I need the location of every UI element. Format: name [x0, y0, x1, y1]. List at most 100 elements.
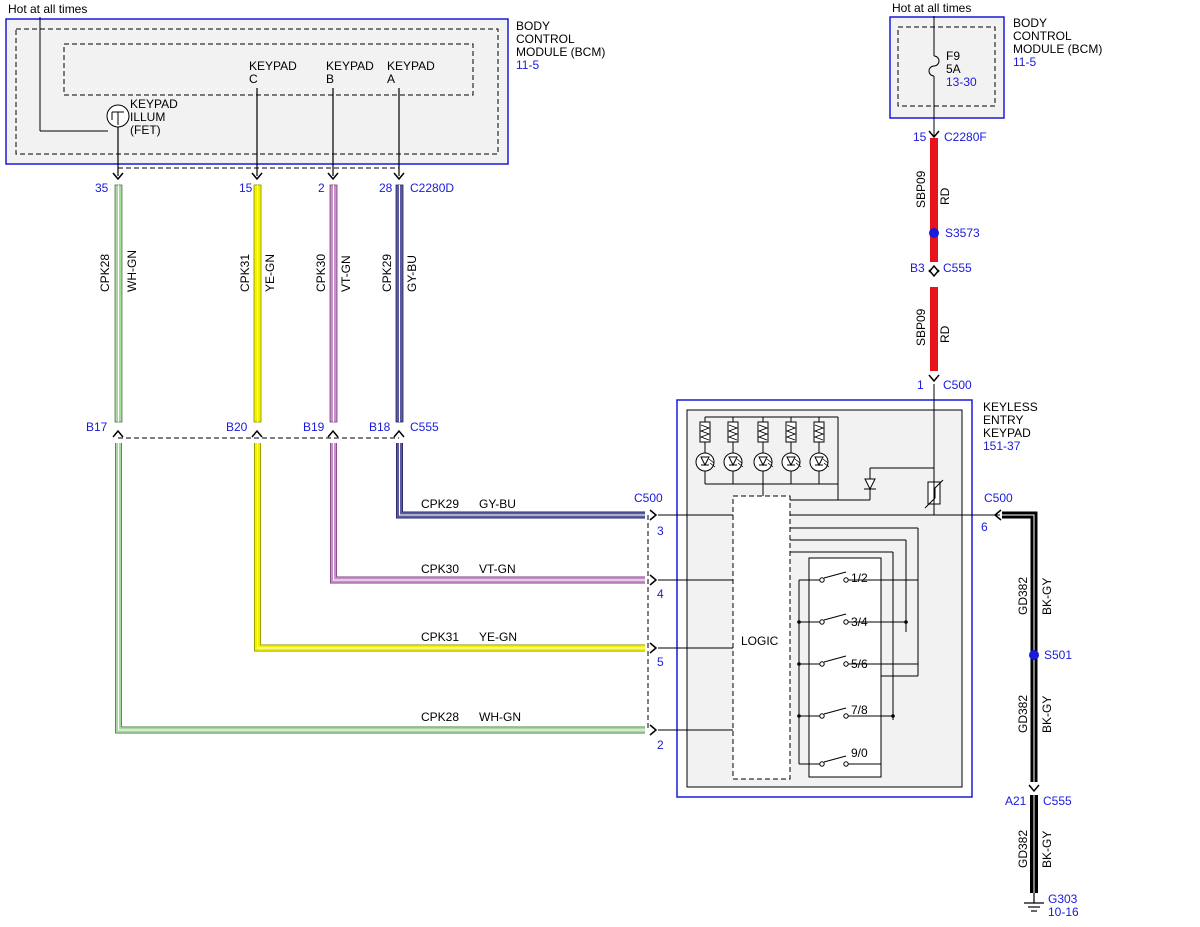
keypad-illum-label-3: (FET): [130, 123, 161, 137]
fuse-symbol: [928, 55, 940, 77]
wire-cpk29-lower: [396, 443, 645, 519]
pin-b18: B18: [369, 420, 391, 434]
wire-label-cpk29: CPK29: [380, 254, 394, 292]
wire-cpk30-lower: [330, 443, 645, 584]
pin-15-c: 15: [239, 181, 253, 195]
splice-s501-label[interactable]: S501: [1044, 648, 1072, 662]
wire-color-rd-upper: RD: [938, 187, 952, 205]
connector-c2280d[interactable]: C2280D: [410, 181, 454, 195]
wire-color-vtgn: VT-GN: [339, 255, 353, 292]
pin-2-b: 2: [318, 181, 325, 195]
bcm-left-ref[interactable]: 11-5: [516, 58, 539, 72]
connector-c555-ground[interactable]: C555: [1043, 794, 1072, 808]
wire-color-gybu: GY-BU: [405, 255, 419, 292]
fet-symbol: [106, 104, 130, 128]
keypad-title-3: KEYPAD: [983, 426, 1031, 440]
keypad-illum-label-2: ILLUM: [130, 110, 165, 124]
hwire-color-whgn: WH-GN: [479, 710, 521, 724]
ground-symbol: [1024, 893, 1044, 912]
pin-4: 4: [657, 587, 664, 601]
bcm-left-title-line3: MODULE (BCM): [516, 45, 605, 59]
wire-sbp09-lower: [930, 287, 938, 371]
splice-s501: [1029, 650, 1039, 660]
pin-3: 3: [657, 524, 664, 538]
wire-cpk29-vertical: [395, 184, 404, 423]
fuse-name: F9: [946, 49, 960, 63]
hwire-label-cpk31: CPK31: [421, 630, 459, 644]
bcm-right-title-line1: BODY: [1013, 16, 1047, 30]
pin-2: 2: [657, 738, 664, 752]
hwire-color-vtgn: VT-GN: [479, 562, 516, 576]
wire-color-bkgy-3: BK-GY: [1040, 831, 1054, 868]
wire-label-sbp09-upper: SBP09: [914, 170, 928, 208]
connector-c555-right[interactable]: C555: [943, 261, 972, 275]
hwire-label-cpk28: CPK28: [421, 710, 459, 724]
switch-bank: [790, 527, 919, 778]
wire-sbp09-upper: [930, 138, 938, 262]
wire-cpk31-vertical: [253, 184, 262, 423]
pin-b19: B19: [303, 420, 325, 434]
keypad-title-2: ENTRY: [983, 413, 1023, 427]
switch-label-5-6: 5/6: [851, 657, 868, 671]
logic-block: [732, 495, 791, 780]
pin-5: 5: [657, 655, 664, 669]
hot-at-all-times-label: Hot at all times: [8, 2, 87, 16]
pin-28-a: 28: [379, 181, 393, 195]
keypad-illum-label-1: KEYPAD: [130, 97, 178, 111]
bcm-right-ref[interactable]: 11-5: [1013, 55, 1036, 69]
bcm-left-title-line1: BODY: [516, 19, 550, 33]
hot-at-all-times-label-right: Hot at all times: [892, 1, 971, 15]
wire-label-sbp09-lower: SBP09: [914, 308, 928, 346]
connector-c500-left[interactable]: C500: [634, 491, 663, 505]
wire-gd382-ground: [1002, 511, 1038, 893]
keypad-b-label-1: KEYPAD: [326, 59, 374, 73]
ground-ref[interactable]: 10-16: [1048, 905, 1079, 919]
pin-b20: B20: [226, 420, 248, 434]
connector-c500-right[interactable]: C500: [984, 491, 1013, 505]
keypad-c-label-2: C: [249, 72, 258, 86]
keypad-ref[interactable]: 151-37: [983, 439, 1021, 453]
wire-label-cpk28: CPK28: [98, 254, 112, 292]
pin-a21: A21: [1005, 794, 1027, 808]
pin-b17: B17: [86, 420, 108, 434]
wire-cpk28-vertical: [114, 184, 123, 423]
hwire-color-yegn: YE-GN: [479, 630, 517, 644]
keypad-a-label-1: KEYPAD: [387, 59, 435, 73]
connector-c500-top[interactable]: C500: [943, 378, 972, 392]
led-resistor-array: [695, 416, 839, 500]
wire-color-whgn: WH-GN: [125, 250, 139, 292]
fuse-rating: 5A: [946, 62, 961, 76]
wire-label-gd382-1: GD382: [1016, 577, 1030, 615]
connector-c555-left[interactable]: C555: [410, 420, 439, 434]
splice-s3573-label[interactable]: S3573: [945, 226, 980, 240]
switch-label-1-2: 1/2: [851, 571, 868, 585]
keypad-c-label-1: KEYPAD: [249, 59, 297, 73]
wire-cpk31-lower: [254, 443, 645, 652]
pin-b3: B3: [910, 261, 925, 275]
connector-c2280f[interactable]: C2280F: [944, 130, 987, 144]
hwire-label-cpk30: CPK30: [421, 562, 459, 576]
bcm-left-title-line2: CONTROL: [516, 32, 575, 46]
wire-color-bkgy-2: BK-GY: [1040, 696, 1054, 733]
fuse-ref[interactable]: 13-30: [946, 75, 977, 89]
wire-label-cpk31: CPK31: [238, 254, 252, 292]
switch-label-9-0: 9/0: [851, 746, 868, 760]
wire-label-cpk30: CPK30: [314, 254, 328, 292]
hwire-label-cpk29: CPK29: [421, 497, 459, 511]
wire-cpk28-lower: [115, 443, 645, 734]
pin-35: 35: [95, 181, 109, 195]
logic-label: LOGIC: [741, 634, 779, 648]
wire-color-yegn: YE-GN: [263, 254, 277, 292]
splice-s3573: [929, 228, 939, 238]
keypad-a-label-2: A: [387, 72, 395, 86]
diode-symbol: [790, 467, 934, 501]
wire-label-gd382-3: GD382: [1016, 830, 1030, 868]
pin-1: 1: [917, 378, 924, 392]
bcm-right-module: [889, 16, 1005, 119]
bcm-right-title-line2: CONTROL: [1013, 29, 1072, 43]
wire-label-gd382-2: GD382: [1016, 695, 1030, 733]
keypad-b-label-2: B: [326, 72, 334, 86]
keypad-title-1: KEYLESS: [983, 400, 1038, 414]
pin-15-right: 15: [913, 130, 927, 144]
